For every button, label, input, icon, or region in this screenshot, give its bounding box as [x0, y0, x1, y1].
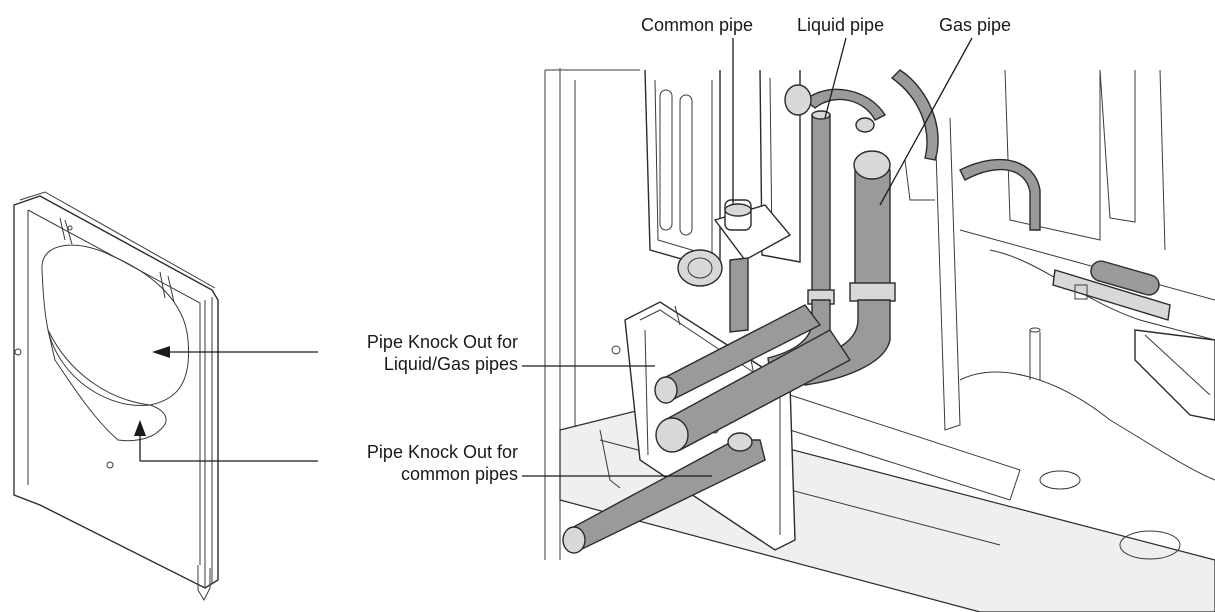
label-knockout-common-line1: Pipe Knock Out for: [366, 442, 518, 462]
liquid-gas-pipes-horizontal: [654, 304, 852, 453]
leader-knockout-common-left: [134, 420, 318, 462]
common-pipe-valve: [677, 199, 792, 333]
label-gas-pipe: Gas pipe: [939, 15, 1012, 35]
label-knockout-liquid-gas-line1: Pipe Knock Out for: [366, 332, 518, 352]
knockout-cover-panel: [13, 191, 219, 602]
label-knockout-common-line2: common pipes: [400, 464, 518, 484]
label-knockout-liquid-gas-line2: Liquid/Gas pipes: [383, 354, 518, 374]
label-knockout-liquid-gas: Pipe Knock Out for Liquid/Gas pipes: [367, 331, 518, 375]
common-pipe-horizontal: [562, 432, 766, 554]
leader-liquid-pipe: [824, 37, 847, 119]
leader-knockout-liquid-gas-left: [152, 346, 318, 358]
label-liquid-pipe: Liquid pipe: [797, 15, 885, 35]
leader-gas-pipe: [879, 37, 973, 206]
label-common-pipe: Common pipe: [641, 15, 754, 35]
label-knockout-common: Pipe Knock Out for common pipes: [367, 441, 518, 485]
